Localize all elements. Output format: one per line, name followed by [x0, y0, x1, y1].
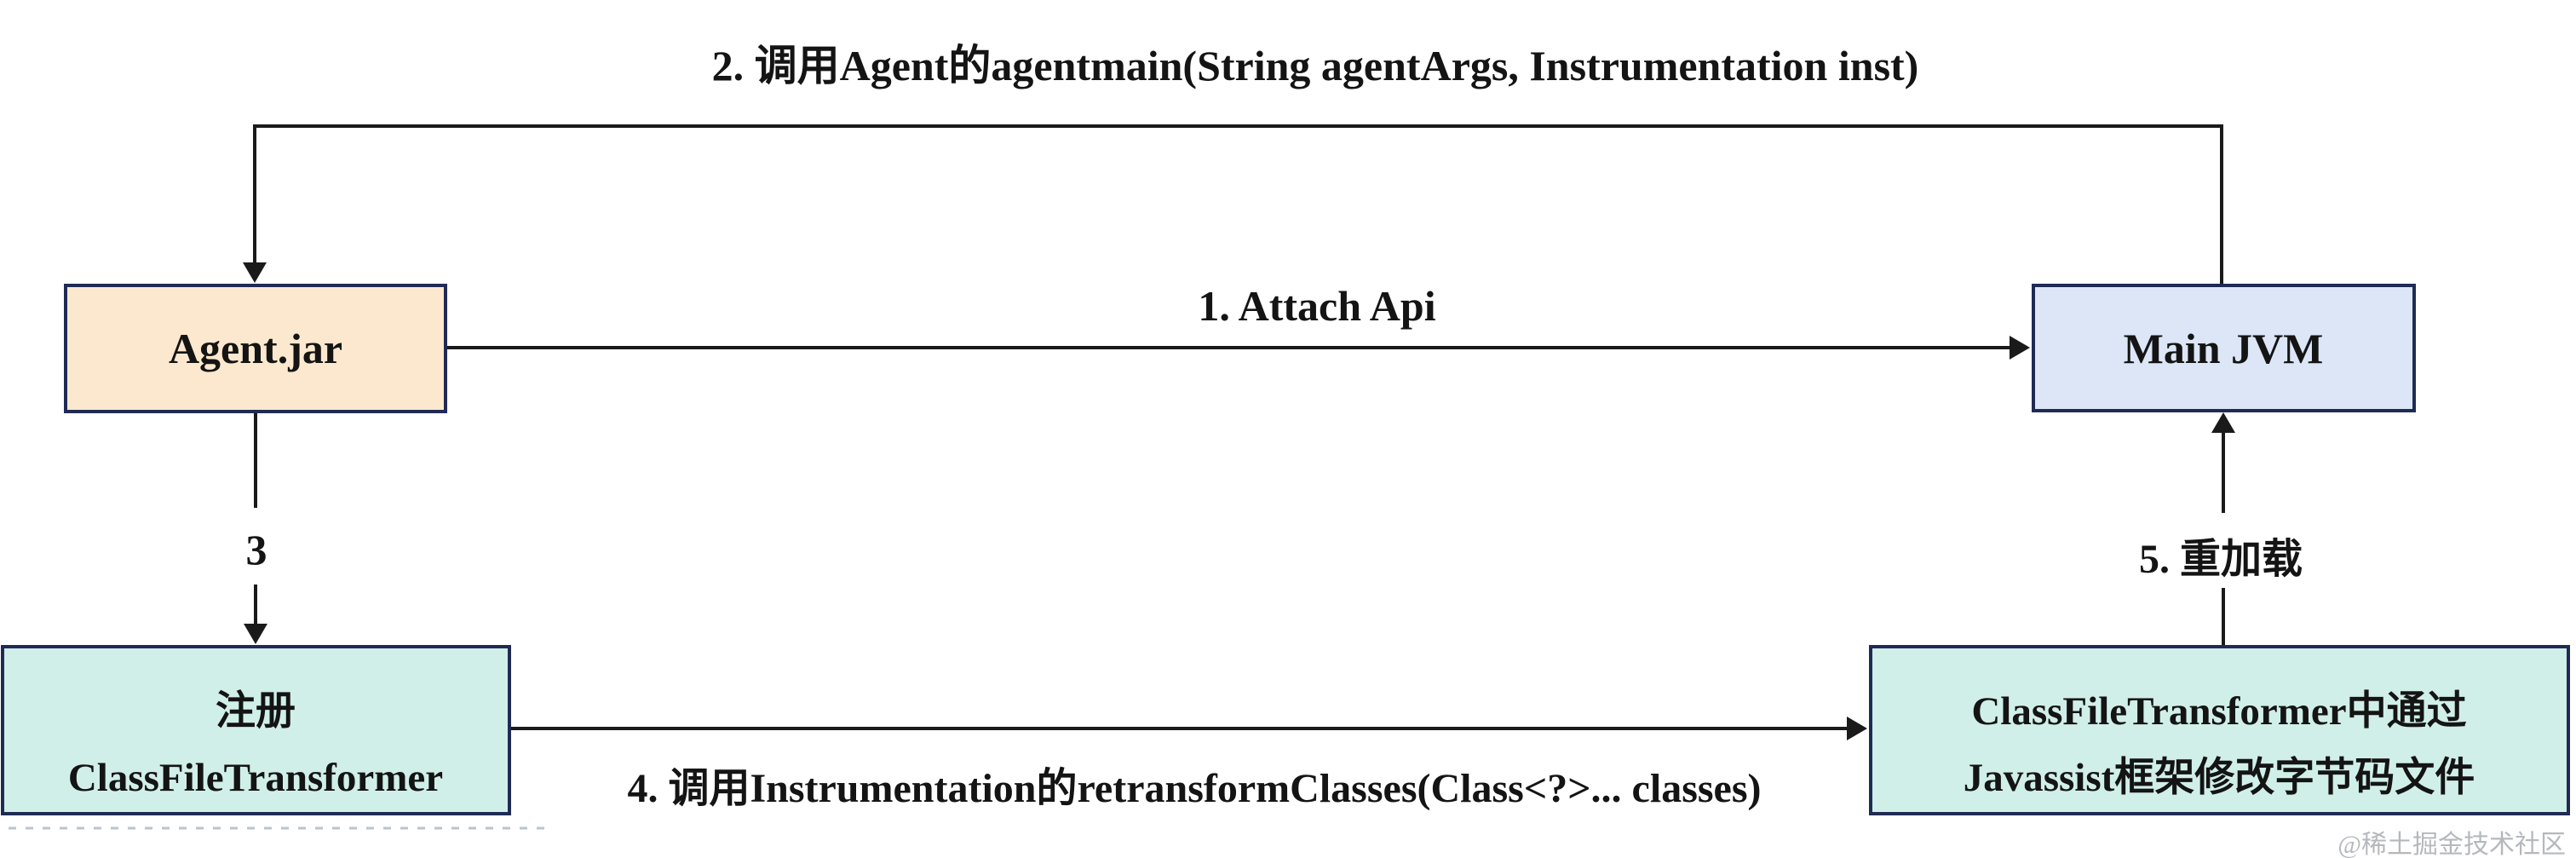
- node-bytecode-line1: ClassFileTransformer中通过: [1971, 689, 2466, 734]
- node-register-transformer: [1, 645, 511, 815]
- node-register-line2: ClassFileTransformer: [68, 756, 443, 800]
- label-step3: 3: [246, 526, 267, 573]
- node-bytecode-line2: Javassist框架修改字节码文件: [1964, 756, 2475, 800]
- label-step4: 4. 调用Instrumentation的retransformClasses(…: [627, 766, 1761, 811]
- node-register-line1: 注册: [216, 689, 296, 734]
- node-agent-jar: [64, 284, 447, 413]
- node-main-jvm-label: Main JVM: [2124, 325, 2324, 372]
- label-step3-gap: [228, 508, 283, 584]
- label-step1: 1. Attach Api: [1198, 282, 1435, 330]
- watermark: @稀土掘金技术社区: [2337, 831, 2566, 858]
- node-agent-jar-label: Agent.jar: [169, 325, 342, 372]
- node-main-jvm: [2032, 284, 2416, 412]
- label-step5-gap: [2111, 513, 2334, 588]
- arrow-step2-agentmain: [243, 124, 2223, 285]
- label-step2: 2. 调用Agent的agentmain(String agentArgs, I…: [712, 42, 1919, 89]
- node-bytecode-transformer: [1869, 645, 2570, 815]
- label-step5: 5. 重加载: [2139, 537, 2303, 582]
